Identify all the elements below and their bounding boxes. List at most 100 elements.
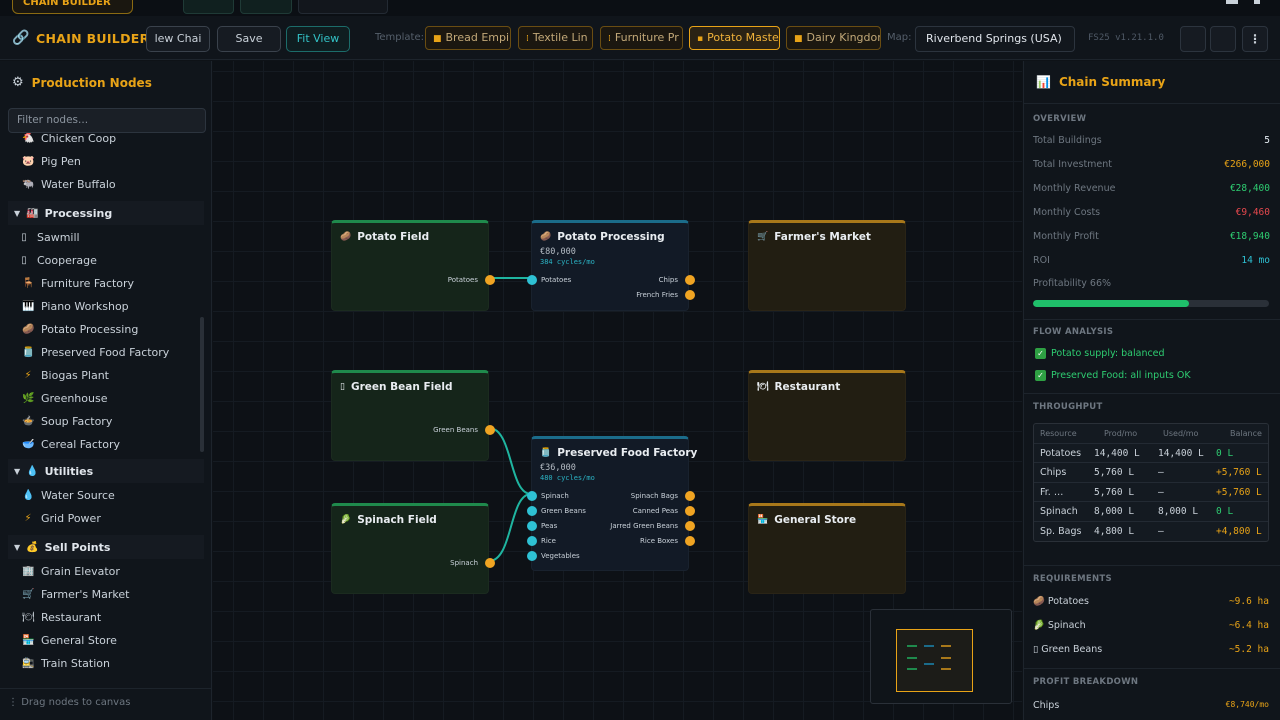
- node-card-general-store[interactable]: 🏪General Store: [748, 503, 906, 594]
- header-action-2[interactable]: [1210, 26, 1236, 52]
- new-chain-button[interactable]: lew Chai: [146, 26, 210, 52]
- input-port[interactable]: [527, 521, 537, 531]
- input-port[interactable]: [527, 506, 537, 516]
- map-select[interactable]: Riverbend Springs (USA): [915, 26, 1075, 52]
- node-card-restaurant[interactable]: 🍽Restaurant: [748, 370, 906, 461]
- header-action-1[interactable]: [1180, 26, 1206, 52]
- potato-icon: 🥔: [1033, 596, 1048, 607]
- top-tab-2[interactable]: [240, 0, 292, 14]
- output-port[interactable]: [485, 275, 495, 285]
- template-potato[interactable]: ▪Potato Maste: [689, 26, 780, 50]
- req-label: Spinach: [1047, 620, 1086, 631]
- node-piano-workshop[interactable]: 🎹Piano Workshop: [22, 297, 129, 315]
- output-port[interactable]: [685, 506, 695, 516]
- node-card-spinach-field[interactable]: 🥬Spinach Field Spinach: [331, 503, 495, 594]
- output-label: French Fries: [636, 291, 678, 299]
- template-dairy[interactable]: ■Dairy Kingdor: [786, 26, 881, 50]
- chicken-icon: 🐔: [22, 133, 35, 144]
- node-pig-pen[interactable]: 🐷Pig Pen: [22, 152, 81, 170]
- save-button[interactable]: Save: [217, 26, 281, 52]
- template-textile[interactable]: ⁞Textile Lin: [518, 26, 593, 50]
- node-farmers-market[interactable]: 🛒Farmer's Market: [22, 585, 129, 603]
- cell-used: —: [1158, 486, 1164, 498]
- input-port[interactable]: [527, 551, 537, 561]
- top-app-tab-label: CHAIN BUILDER: [23, 0, 111, 8]
- minimize-icon[interactable]: [1226, 0, 1238, 4]
- cell-resource: Spinach: [1040, 506, 1078, 517]
- connection-green-beans: [488, 427, 532, 495]
- cell-used: 8,000 L: [1158, 506, 1199, 517]
- map-label: Map:: [887, 32, 912, 43]
- template-furniture[interactable]: ⁞Furniture Pr: [600, 26, 683, 50]
- node-title-text: Restaurant: [774, 381, 841, 393]
- req-green-beans: ▯ Green Beans~5.2 ha: [1033, 644, 1269, 658]
- node-grid-power[interactable]: ⚡Grid Power: [22, 509, 100, 527]
- fit-view-button[interactable]: Fit View: [286, 26, 350, 52]
- node-water-buffalo[interactable]: 🐃Water Buffalo: [22, 175, 116, 193]
- input-port[interactable]: [527, 536, 537, 546]
- output-port[interactable]: [485, 425, 495, 435]
- filter-nodes-input[interactable]: Filter nodes...: [8, 108, 206, 133]
- category-sell-points[interactable]: ▼💰Sell Points: [8, 535, 204, 559]
- cell-prod: 14,400 L: [1094, 447, 1140, 459]
- stat-value: €9,460: [1235, 207, 1270, 218]
- close-icon[interactable]: [1254, 0, 1260, 4]
- minimap-viewport[interactable]: [896, 629, 973, 692]
- top-app-tab[interactable]: CHAIN BUILDER: [12, 0, 133, 14]
- node-potato-processing[interactable]: 🥔Potato Processing: [22, 320, 138, 338]
- node-card-preserved-food-factory[interactable]: 🫙Preserved Food Factory €36,000 480 cycl…: [527, 436, 697, 571]
- node-restaurant[interactable]: 🍽Restaurant: [22, 608, 101, 626]
- node-cycles: 480 cycles/mo: [540, 474, 595, 482]
- output-port[interactable]: [685, 521, 695, 531]
- top-tab-1[interactable]: [183, 0, 234, 14]
- node-soup-factory[interactable]: 🍲Soup Factory: [22, 412, 112, 430]
- minimap[interactable]: [870, 609, 1012, 704]
- node-general-store[interactable]: 🏪General Store: [22, 631, 117, 649]
- node-label: Furniture Factory: [41, 276, 135, 290]
- node-label: Sawmill: [37, 230, 80, 244]
- more-menu-icon[interactable]: ⋮: [1242, 26, 1268, 52]
- output-port[interactable]: [685, 536, 695, 546]
- cell-balance: +5,760 L: [1216, 467, 1262, 478]
- node-train-station[interactable]: 🚉Train Station: [22, 654, 110, 672]
- top-tab-3[interactable]: [298, 0, 388, 14]
- input-port[interactable]: [527, 275, 537, 285]
- node-greenhouse[interactable]: 🌿Greenhouse: [22, 389, 107, 407]
- cell-used: —: [1158, 525, 1164, 537]
- minimap-node: [907, 657, 917, 659]
- output-port[interactable]: [685, 491, 695, 501]
- template-bread-label: Bread Empir: [445, 31, 511, 44]
- input-port[interactable]: [527, 491, 537, 501]
- chair-icon: 🪑: [22, 277, 35, 289]
- req-label: Potatoes: [1047, 596, 1089, 607]
- node-preserved-food-factory[interactable]: 🫙Preserved Food Factory: [22, 343, 169, 361]
- node-biogas-plant[interactable]: ⚡Biogas Plant: [22, 366, 109, 384]
- chain-canvas[interactable]: 🥔Potato Field Potatoes 🥔Potato Processin…: [213, 61, 1022, 720]
- node-card-green-bean-field[interactable]: ▯Green Bean Field Green Beans: [331, 370, 495, 461]
- output-port[interactable]: [485, 558, 495, 568]
- section-requirements: REQUIREMENTS: [1033, 574, 1112, 584]
- node-card-farmers-market[interactable]: 🛒Farmer's Market: [748, 220, 906, 311]
- sidebar-scrollbar[interactable]: [200, 317, 204, 452]
- node-cost: €80,000: [540, 247, 576, 257]
- node-sawmill[interactable]: ▯Sawmill: [18, 228, 80, 246]
- category-utilities[interactable]: ▼💧Utilities: [8, 459, 204, 483]
- node-cooperage[interactable]: ▯Cooperage: [18, 251, 97, 269]
- output-port[interactable]: [685, 275, 695, 285]
- node-grain-elevator[interactable]: 🏢Grain Elevator: [22, 562, 120, 580]
- col-header: Resource: [1040, 429, 1077, 438]
- node-chicken-coop[interactable]: 🐔Chicken Coop: [22, 133, 116, 147]
- template-bread[interactable]: ■Bread Empir: [425, 26, 511, 50]
- node-water-source[interactable]: 💧Water Source: [22, 486, 115, 504]
- node-card-potato-processing[interactable]: 🥔Potato Processing €80,000 384 cycles/mo…: [527, 220, 695, 311]
- node-card-potato-field[interactable]: 🥔Potato Field Potatoes: [331, 220, 495, 311]
- summary-header: 📊 Chain Summary: [1036, 75, 1165, 89]
- cell-balance: +5,760 L: [1216, 486, 1262, 498]
- node-cereal-factory[interactable]: 🥣Cereal Factory: [22, 435, 120, 453]
- template-textile-label: Textile Lin: [532, 31, 588, 44]
- minimap-node: [941, 657, 951, 659]
- stat-label: ROI: [1033, 255, 1050, 266]
- category-processing[interactable]: ▼🏭Processing: [8, 201, 204, 225]
- node-furniture-factory[interactable]: 🪑 Furniture Factory: [22, 274, 134, 292]
- output-port[interactable]: [685, 290, 695, 300]
